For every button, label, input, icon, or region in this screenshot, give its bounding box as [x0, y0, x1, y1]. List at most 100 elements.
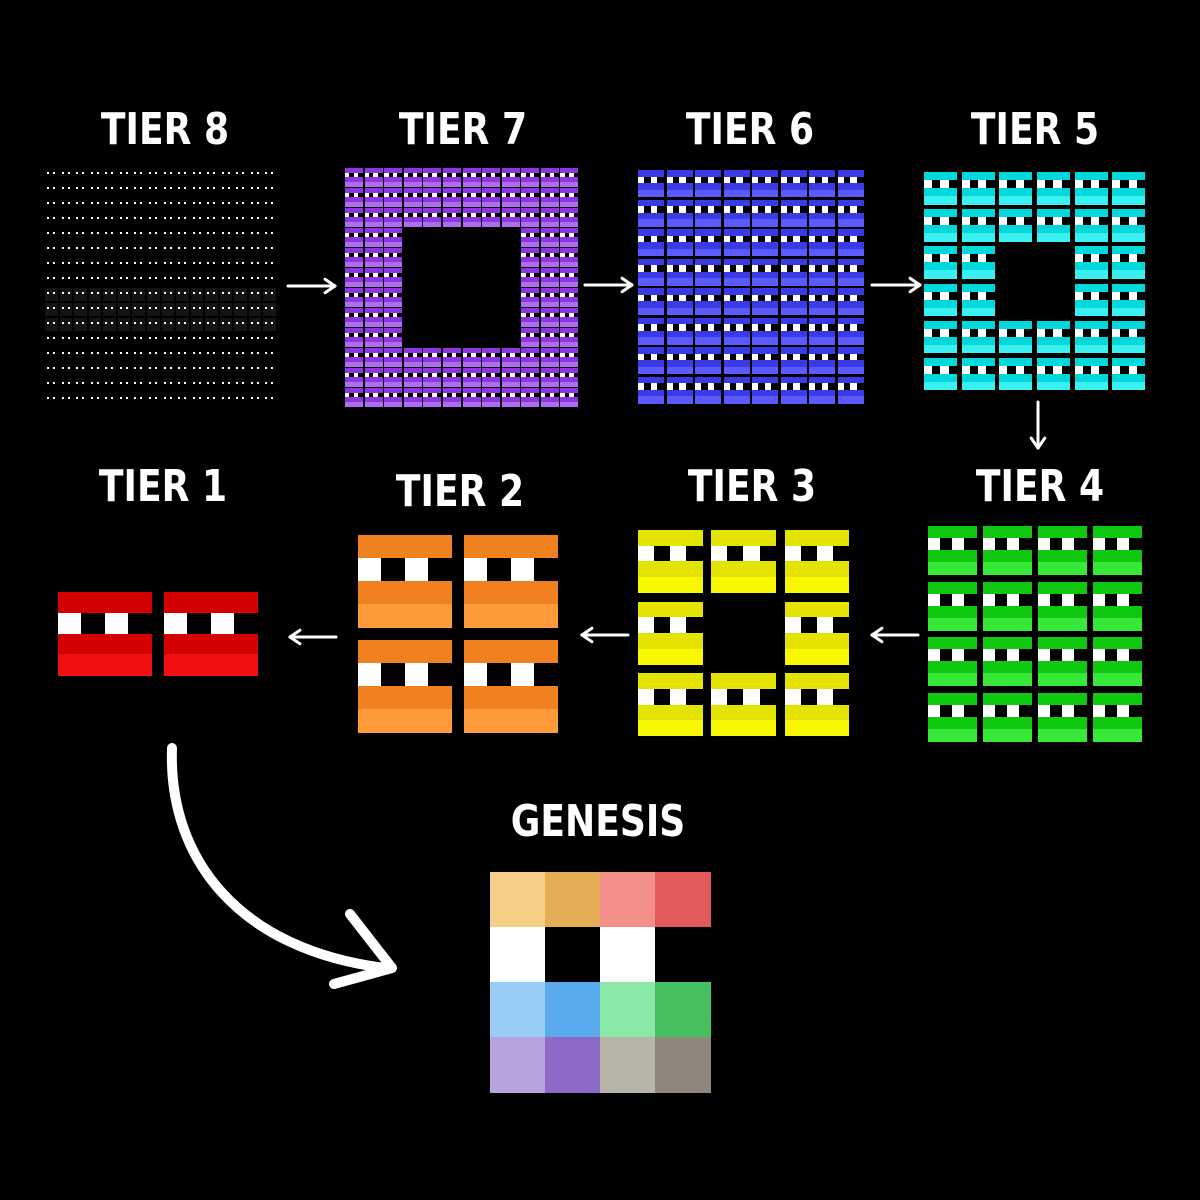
sprite-pixel — [540, 201, 546, 207]
eye-dot — [111, 247, 114, 249]
eye-dot — [111, 397, 114, 399]
sprite-pixel — [447, 197, 453, 202]
eye-dot — [134, 202, 137, 204]
eye-dot — [178, 202, 181, 204]
tier-8-block — [118, 183, 131, 196]
sprite-pixel — [490, 197, 496, 202]
sprite-pixel — [358, 188, 364, 193]
tier-7-block — [521, 228, 540, 247]
tier-8-block — [89, 363, 102, 376]
eye-dot — [242, 352, 245, 354]
sprite-pixel — [373, 241, 379, 247]
tier-5-label: TIER 5 — [970, 104, 1100, 155]
sprite-pixel — [403, 181, 409, 187]
eye-dot — [213, 352, 216, 354]
sprite-pixel — [462, 201, 468, 207]
sprite-pixel — [412, 212, 418, 218]
sprite-pixel — [416, 192, 422, 198]
tier-8-block — [147, 378, 160, 391]
eye-dot — [207, 397, 210, 399]
eye-dot — [53, 262, 55, 264]
eye-dot — [53, 292, 55, 294]
eye-dot — [76, 217, 79, 219]
eye-dot — [213, 232, 216, 234]
eye-dot — [198, 247, 201, 249]
sprite-pixel — [427, 217, 433, 222]
sprite-pixel — [403, 197, 409, 202]
tier-4-label: TIER 4 — [975, 461, 1105, 512]
sprite-pixel — [540, 217, 546, 222]
sprite-pixel — [530, 232, 535, 238]
tier-7-block — [345, 208, 364, 227]
eye-dot — [53, 397, 55, 399]
eye-dot — [227, 397, 230, 399]
sprite-pixel — [564, 228, 570, 233]
eye-dot — [192, 292, 195, 294]
sprite-pixel — [373, 257, 379, 262]
tier-8-block — [88, 288, 102, 301]
sprite-pixel — [451, 168, 457, 173]
tier-8-block — [162, 333, 175, 346]
tier-7-block — [442, 168, 461, 187]
sprite-pixel — [349, 237, 355, 242]
sprite-pixel — [423, 221, 429, 227]
sprite-pixel — [564, 172, 570, 178]
sprite-pixel — [506, 208, 511, 213]
eye-dot — [61, 172, 64, 174]
sprite-pixel — [471, 172, 477, 178]
sprite-pixel — [534, 212, 540, 218]
eye-dot — [184, 292, 187, 294]
sprite-pixel — [345, 228, 350, 233]
sprite-pixel — [397, 217, 403, 222]
sprite-pixel — [377, 192, 383, 198]
eye-dot — [227, 202, 230, 204]
sprite-pixel — [397, 232, 403, 238]
sprite-pixel — [560, 168, 566, 173]
eye-dot — [105, 172, 108, 174]
sprite-pixel — [482, 208, 487, 213]
tier-8-block — [176, 378, 189, 391]
sprite-pixel — [506, 168, 511, 173]
sprite-pixel — [423, 212, 429, 218]
sprite-pixel — [408, 172, 414, 178]
sprite-pixel — [456, 212, 461, 218]
sprite-pixel — [569, 177, 575, 182]
tier-8-block — [176, 213, 189, 226]
eye-dot — [148, 172, 151, 174]
sprite-pixel — [353, 221, 359, 227]
sprite-pixel — [573, 168, 579, 173]
tier-8-block — [162, 273, 175, 286]
tier-8-block — [161, 288, 175, 301]
sprite-pixel — [427, 177, 433, 182]
eye-dot — [271, 262, 274, 264]
tier-8-block — [60, 213, 73, 226]
sprite-pixel — [486, 168, 492, 173]
tier-8-block — [162, 378, 175, 391]
eye-dot — [271, 337, 274, 339]
sprite-pixel — [495, 201, 501, 207]
eye-dot — [207, 367, 210, 369]
tier-8-block — [220, 363, 233, 376]
sprite-pixel — [377, 201, 383, 207]
sprite-pixel — [534, 197, 540, 202]
sprite-pixel — [475, 181, 481, 187]
eye-dot — [256, 337, 259, 339]
sprite-pixel — [368, 217, 374, 222]
sprite-pixel — [373, 172, 379, 178]
sprite-pixel — [549, 232, 555, 238]
eye-dot — [256, 217, 259, 219]
sprite-pixel — [466, 188, 472, 193]
sprite-pixel — [475, 197, 481, 202]
sprite-pixel — [466, 168, 472, 173]
sprite-pixel — [364, 228, 370, 233]
sprite-pixel — [345, 172, 350, 178]
eye-dot — [111, 382, 114, 384]
eye-dot — [198, 172, 201, 174]
tier-8-block — [103, 213, 116, 226]
sprite-pixel — [475, 172, 481, 178]
sprite-pixel — [573, 188, 579, 193]
tier-3-to-tier-2-arrow — [580, 626, 630, 644]
eye-dot — [119, 172, 122, 174]
sprite-pixel — [403, 208, 409, 213]
sprite-pixel — [545, 232, 551, 238]
